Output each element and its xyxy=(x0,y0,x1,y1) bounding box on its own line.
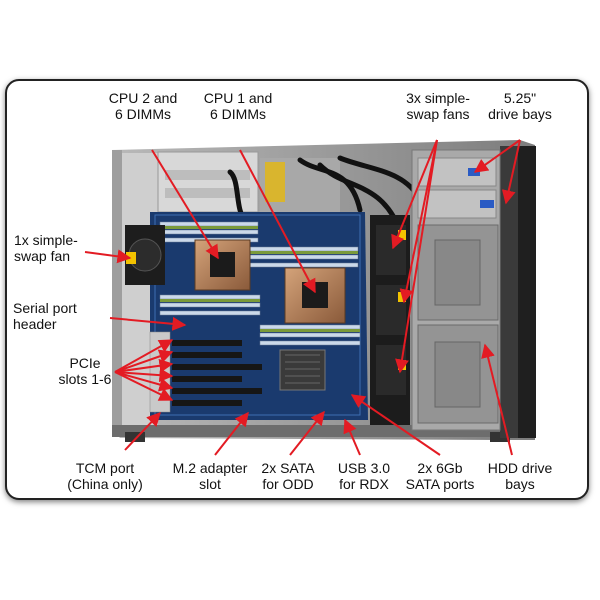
label-usb-rdx: USB 3.0 for RDX xyxy=(337,460,391,492)
fan-wall xyxy=(370,215,410,425)
label-sata-odd: 2x SATA for ODD xyxy=(261,460,315,492)
power-supply-cage xyxy=(157,151,340,218)
label-1x-fan: 1x simple- swap fan xyxy=(14,232,78,264)
drive-cage xyxy=(411,149,501,431)
label-525-drive-bays: 5.25" drive bays xyxy=(488,90,552,122)
cpu2-heatsink xyxy=(194,239,251,291)
label-cpu1: CPU 1 and 6 DIMMs xyxy=(203,90,273,122)
label-pcie-slots: PCIe slots 1-6 xyxy=(58,355,112,387)
pcie-slots xyxy=(172,340,262,406)
label-cpu2: CPU 2 and 6 DIMMs xyxy=(108,90,178,122)
label-sata-6gb: 2x 6Gb SATA ports xyxy=(405,460,475,492)
cpu1-heatsink xyxy=(284,267,346,324)
chipset-heatsink xyxy=(279,349,326,391)
label-hdd-bays: HDD drive bays xyxy=(487,460,553,492)
rear-fan xyxy=(125,225,165,285)
callout-arrows xyxy=(84,139,521,456)
label-m2-slot: M.2 adapter slot xyxy=(172,460,248,492)
label-tcm-port: TCM port (China only) xyxy=(67,460,143,492)
label-serial-port: Serial port header xyxy=(13,300,77,332)
pcie-brackets xyxy=(149,331,171,413)
label-3x-fans: 3x simple- swap fans xyxy=(406,90,470,122)
